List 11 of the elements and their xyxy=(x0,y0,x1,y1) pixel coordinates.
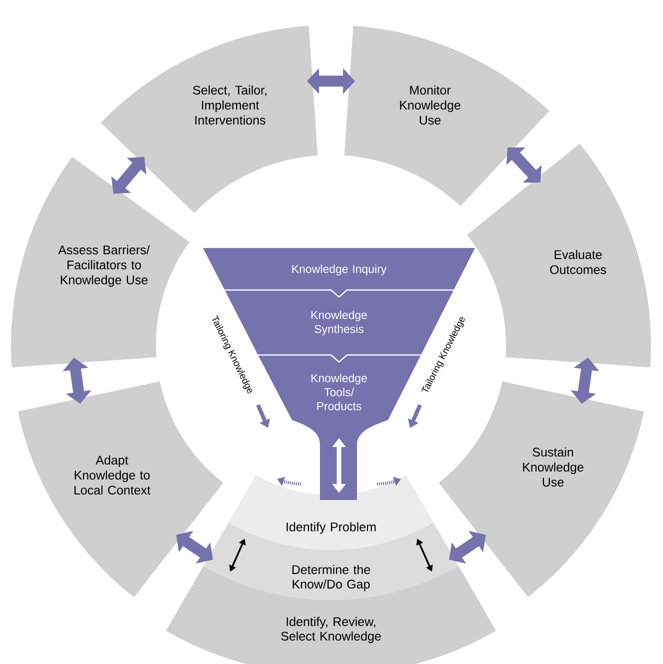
ring-segment: Select, Tailor, Implement Interventions xyxy=(100,26,318,213)
ring-segment: Sustain Knowledge Use xyxy=(438,381,644,598)
ring-segment: Identify Problem xyxy=(228,474,434,550)
funnel-section: Knowledge Inquiry xyxy=(203,248,475,290)
arrow xyxy=(449,530,486,564)
ring-segment: Assess Barriers/ Facilitators to Knowledge Use xyxy=(11,156,190,368)
funnel-section: Knowledge Tools/ Products xyxy=(258,355,421,500)
arrow xyxy=(506,147,542,183)
ring-segment: Monitor Knowledge Use xyxy=(344,26,550,206)
ring-segment: Adapt Knowledge to Local Context xyxy=(18,381,224,598)
ring-segment: Evaluate Outcomes xyxy=(467,144,651,368)
